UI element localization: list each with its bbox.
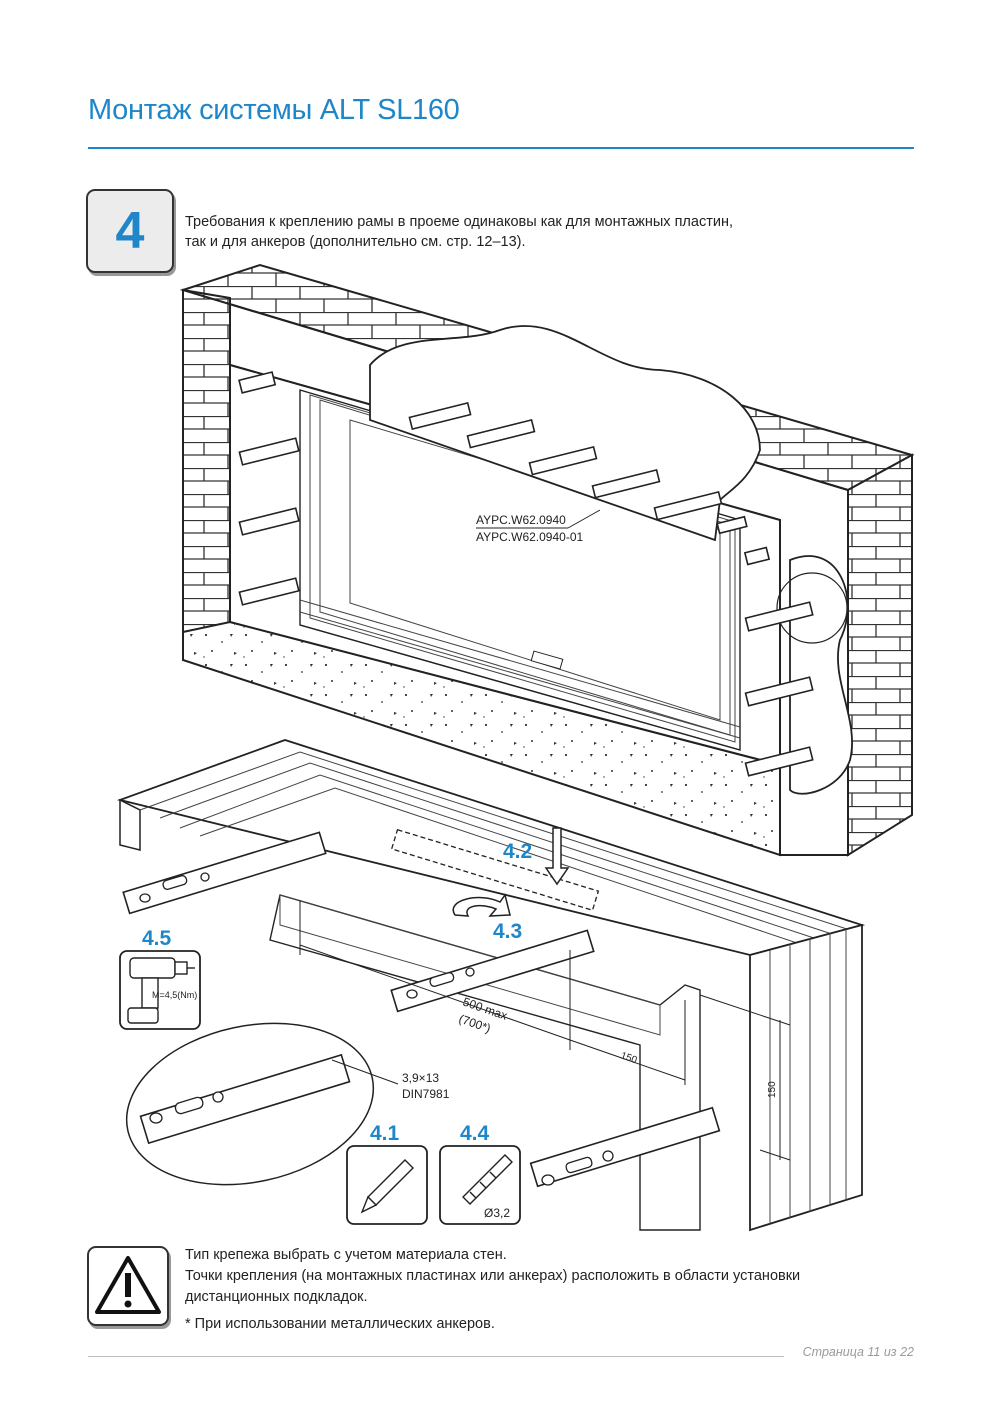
dim-150-horizontal: 150 bbox=[619, 1050, 639, 1066]
warning-icon-box bbox=[87, 1246, 169, 1326]
concrete-sill bbox=[182, 620, 781, 857]
callout-4-2: 4.2 bbox=[503, 840, 532, 863]
torque-label: M=4,5(Nm) bbox=[152, 990, 197, 1000]
part-number-2: AYPC.W62.0940-01 bbox=[476, 530, 583, 544]
step-intro: Требования к креплению рамы в проеме оди… bbox=[185, 212, 733, 252]
screwdriver-icon bbox=[127, 957, 195, 1024]
callout-4-3: 4.3 bbox=[493, 920, 522, 943]
page-number: Страница 11 из 22 bbox=[802, 1345, 914, 1359]
rotate-arrow bbox=[452, 893, 511, 917]
pencil-icon bbox=[360, 1159, 414, 1214]
page-title: Монтаж системы ALT SL160 bbox=[88, 94, 460, 126]
insert-arrow bbox=[544, 827, 570, 886]
warning-line-3: дистанционных подкладок. bbox=[185, 1289, 368, 1305]
screw-standard: DIN7981 bbox=[402, 1087, 450, 1101]
dashed-plate-position bbox=[390, 828, 600, 912]
dimension-lines bbox=[299, 900, 791, 1161]
warning-triangle-icon bbox=[95, 1256, 161, 1314]
mounting-plates-upper bbox=[238, 371, 814, 777]
callout-4-1: 4.1 bbox=[370, 1122, 400, 1145]
step-number-badge: 4 bbox=[86, 189, 174, 273]
footnote: * При использовании металлических анкеро… bbox=[185, 1316, 495, 1332]
intro-line-1: Требования к креплению рамы в проеме оди… bbox=[185, 214, 733, 230]
intro-line-2: так и для анкеров (дополнительно см. стр… bbox=[185, 234, 526, 250]
warning-line-2: Точки крепления (на монтажных пластинах … bbox=[185, 1268, 801, 1284]
warning-text: Тип крепежа выбрать с учетом материала с… bbox=[185, 1245, 800, 1308]
screw-size: 3,9×13 bbox=[402, 1071, 439, 1085]
title-divider bbox=[88, 147, 914, 149]
callout-4-4: 4.4 bbox=[460, 1122, 490, 1145]
callout-4-5: 4.5 bbox=[142, 927, 172, 950]
drill-bit-icon bbox=[462, 1154, 513, 1205]
window-frame-profile bbox=[116, 739, 866, 1232]
dim-150-vertical: 150 bbox=[767, 1081, 778, 1098]
wall-cutaway bbox=[369, 325, 761, 542]
warning-line-1: Тип крепежа выбрать с учетом материала с… bbox=[185, 1247, 507, 1263]
step-number: 4 bbox=[115, 202, 145, 260]
footer-divider bbox=[88, 1356, 784, 1357]
drill-diameter: Ø3,2 bbox=[484, 1206, 510, 1220]
part-number-1: AYPC.W62.0940 bbox=[476, 513, 566, 527]
